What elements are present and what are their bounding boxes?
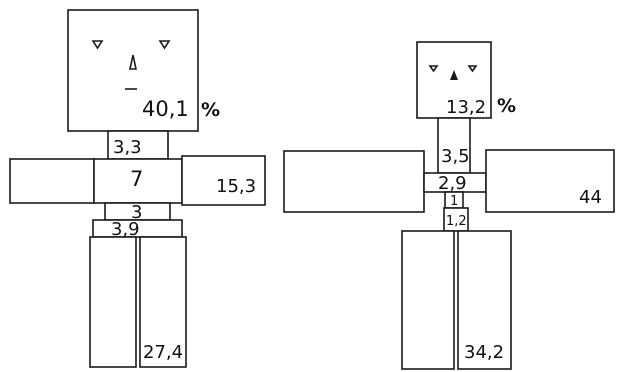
left-arm-left-box [10, 159, 94, 203]
right-head-unit: % [497, 95, 516, 117]
left-neck-value: 3,3 [113, 137, 142, 158]
right-torso-value: 2,9 [438, 173, 467, 194]
figure-right: 13,2 % 3,5 2,9 44 1 1,2 34,2 [284, 42, 614, 369]
right-arm-left-box [284, 151, 424, 212]
left-head-value: 40,1 [142, 97, 189, 121]
left-torso-value: 7 [130, 167, 143, 191]
left-arm-value: 15,3 [216, 176, 256, 197]
right-arm-value: 44 [579, 187, 602, 208]
right-waist-value: 1 [450, 194, 458, 209]
right-leg-left-box [402, 231, 454, 369]
figure-left: 40,1 % 3,3 7 15,3 3 3,9 27,4 [10, 10, 265, 367]
right-head-value: 13,2 [446, 97, 486, 118]
right-neck-value: 3,5 [441, 146, 470, 167]
left-leg-left-box [90, 237, 136, 367]
right-leg-value: 34,2 [464, 342, 504, 363]
right-hip-value: 1,2 [446, 214, 467, 229]
left-leg-value: 27,4 [143, 342, 183, 363]
left-head-unit: % [201, 99, 220, 121]
